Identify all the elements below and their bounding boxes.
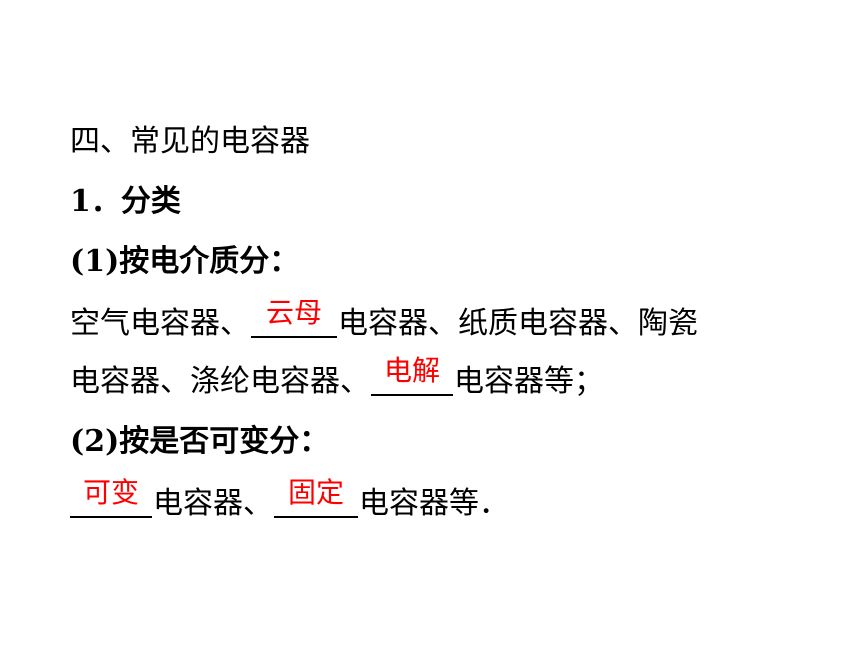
- fill-blank: 可变: [70, 478, 152, 518]
- text-segment: 空气电容器、: [70, 306, 250, 341]
- fill-blank: 电解: [371, 356, 453, 396]
- text-segment: 电容器、涤纶电容器、: [70, 364, 370, 399]
- answer-text: 电解: [383, 354, 441, 387]
- text-line-3: 可变电容器、固定电容器等．: [70, 478, 509, 522]
- text-segment: 电容器等；: [454, 364, 604, 399]
- text-line-2: 电容器、涤纶电容器、电解电容器等；: [70, 356, 604, 400]
- list-item-dielectric: (1)按电介质分：: [70, 244, 300, 279]
- text-segment: 电容器、: [153, 486, 273, 521]
- section-heading: 四、常见的电容器: [70, 124, 310, 159]
- answer-text: 云母: [265, 296, 323, 329]
- subsection-title: 1．分类: [70, 184, 181, 219]
- text-line-1: 空气电容器、云母电容器、纸质电容器、陶瓷: [70, 298, 698, 342]
- answer-text: 固定: [287, 476, 345, 509]
- text-segment: 电容器等．: [359, 486, 509, 521]
- fill-blank: 云母: [251, 298, 337, 338]
- answer-text: 可变: [82, 476, 140, 509]
- list-item-variability: (2)按是否可变分：: [70, 424, 330, 459]
- text-segment: 电容器、纸质电容器、陶瓷: [338, 306, 698, 341]
- fill-blank: 固定: [274, 478, 358, 518]
